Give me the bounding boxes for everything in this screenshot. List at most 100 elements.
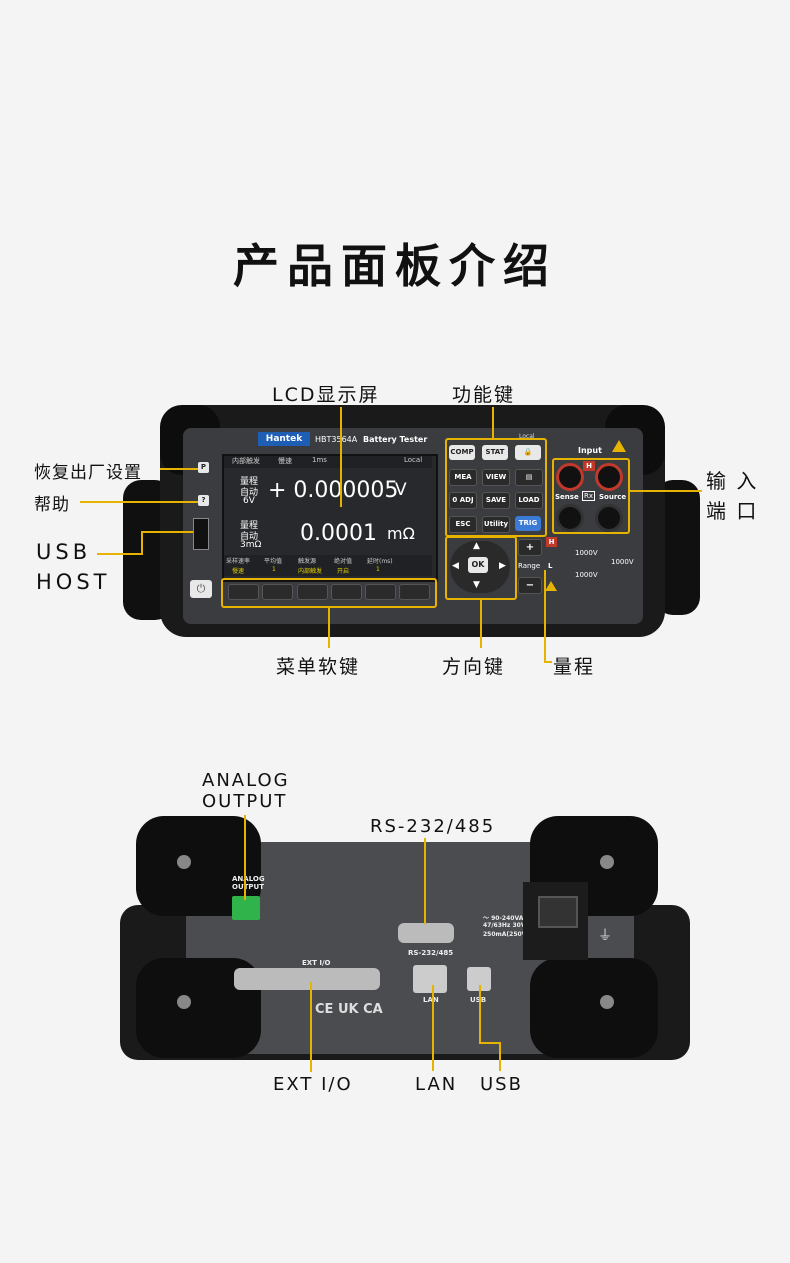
menu-value-3: 内部触发 xyxy=(298,568,323,575)
source-l-jack[interactable] xyxy=(595,504,623,532)
power-icon[interactable]: ⏻ xyxy=(190,580,212,598)
usb-leader-v2 xyxy=(499,1042,501,1071)
status-local: Local xyxy=(404,456,423,464)
arrow-up-icon[interactable]: ▲ xyxy=(473,541,480,551)
menu-keys-leader xyxy=(328,606,330,648)
usb-callout: USB xyxy=(480,1074,523,1095)
usb-silk: USB xyxy=(470,996,486,1004)
input-callout-1: 输 入 xyxy=(706,469,759,493)
menu-value-1: 慢速 xyxy=(232,568,245,575)
status-delay: 1ms xyxy=(312,456,327,464)
esc-key[interactable]: ESC xyxy=(449,516,477,533)
voltage-unit: V xyxy=(395,480,407,500)
arrow-right-icon[interactable]: ▶ xyxy=(499,561,506,571)
load-key[interactable]: LOAD xyxy=(515,492,543,509)
power-silk-2: 47/63Hz 30VA xyxy=(483,922,530,929)
mea-key[interactable]: MEA xyxy=(449,469,477,486)
ext-io-port[interactable] xyxy=(234,968,380,990)
lock-key[interactable]: 🔒 xyxy=(515,445,541,460)
soft-key-4[interactable] xyxy=(331,584,362,600)
soft-key-1[interactable] xyxy=(228,584,259,600)
ext-silk: EXT I/O xyxy=(302,959,331,967)
utility-key[interactable]: Utility xyxy=(482,516,510,533)
function-keys-callout: 功能键 xyxy=(452,384,516,406)
arrow-down-icon[interactable]: ▼ xyxy=(473,580,480,590)
analog-output-terminal[interactable] xyxy=(232,896,260,920)
usb-host-leader-v xyxy=(141,531,143,555)
lan-leader xyxy=(432,985,434,1071)
range-callout: 量程 xyxy=(553,656,596,678)
menu-keys-callout: 菜单软键 xyxy=(276,656,361,678)
rs-callout: RS-232/485 xyxy=(370,816,496,837)
warning-icon-2 xyxy=(545,581,557,591)
ext-callout: EXT I/O xyxy=(273,1074,353,1095)
status-trigger: 内部触发 xyxy=(232,457,260,465)
screw-icon xyxy=(600,995,614,1009)
resistance-value: 0.0001 xyxy=(300,521,377,546)
analog-callout-2: OUTPUT xyxy=(202,791,288,812)
stat-key[interactable]: STAT xyxy=(482,445,508,460)
rs-leader xyxy=(424,838,426,924)
soft-key-6[interactable] xyxy=(399,584,430,600)
range-minus-key[interactable]: − xyxy=(518,577,542,594)
factory-reset-callout: 恢复出厂设置 xyxy=(34,463,142,483)
resistance-unit: mΩ xyxy=(387,524,415,543)
lcd-callout: LCD显示屏 xyxy=(272,384,380,406)
soft-key-5[interactable] xyxy=(365,584,396,600)
menu-value-4: 开启 xyxy=(337,568,350,575)
comp-key[interactable]: COMP xyxy=(449,445,475,460)
ground-icon: ⏚ xyxy=(598,928,612,944)
row1-auto: 自动 xyxy=(240,488,259,498)
cert-marks: CE UK CA xyxy=(315,1002,383,1017)
input-box xyxy=(552,458,630,534)
arrow-left-icon[interactable]: ◀ xyxy=(452,561,459,571)
help-leader xyxy=(80,501,198,503)
model-name: HBT3564A xyxy=(315,435,358,444)
usb-host-leader-h2 xyxy=(141,531,193,533)
menu-keys-box xyxy=(221,578,437,608)
ok-button[interactable]: OK xyxy=(468,557,488,573)
rs232-port[interactable] xyxy=(398,923,454,943)
analog-silk-1: ANALOG xyxy=(232,875,265,883)
range-leader xyxy=(544,570,546,662)
row2-range: 3mΩ xyxy=(240,540,262,550)
range-plus-key[interactable]: + xyxy=(518,539,542,556)
zero-adj-key[interactable]: 0 ADJ xyxy=(449,492,477,509)
view-key[interactable]: VIEW xyxy=(482,469,510,486)
fuse-silk: 250mA(250V) xyxy=(483,931,530,938)
menu-header-5: 延时(ms) xyxy=(367,558,393,565)
screw-icon xyxy=(177,995,191,1009)
page-title: 产品面板介绍 xyxy=(233,239,557,293)
factory-reset-button[interactable]: P xyxy=(198,462,209,473)
lan-silk: LAN xyxy=(423,996,439,1004)
power-socket[interactable] xyxy=(538,896,578,928)
range-leader-h xyxy=(544,661,552,663)
usb-host-port[interactable] xyxy=(193,518,209,550)
input-callout-2: 端 口 xyxy=(706,499,759,523)
input-text: Input xyxy=(578,446,602,455)
soft-key-3[interactable] xyxy=(297,584,328,600)
lan-port[interactable] xyxy=(413,965,447,993)
row2-auto: 自动 xyxy=(240,532,259,542)
range-label: Range xyxy=(518,562,541,570)
h-badge: H xyxy=(583,461,595,471)
rx-label: Rx xyxy=(582,491,596,501)
help-button[interactable]: ? xyxy=(198,495,209,506)
status-speed: 慢速 xyxy=(278,457,292,465)
analog-callout-1: ANALOG xyxy=(202,770,290,791)
sense-l-jack[interactable] xyxy=(556,504,584,532)
trig-key[interactable]: TRIG xyxy=(515,516,541,531)
row1-mode: 量程 xyxy=(240,477,259,487)
usb-host-leader-h xyxy=(97,553,142,555)
usb-leader-h xyxy=(479,1042,500,1044)
help-callout: 帮助 xyxy=(34,495,70,515)
local-label: Local xyxy=(519,433,535,440)
product-name: Battery Tester xyxy=(363,435,428,444)
sense-h-jack[interactable] xyxy=(556,463,584,491)
save-key[interactable]: SAVE xyxy=(482,492,510,509)
rating-1: 1000V xyxy=(575,549,598,557)
source-h-jack[interactable] xyxy=(595,463,623,491)
soft-key-2[interactable] xyxy=(262,584,293,600)
print-key[interactable]: ▤ xyxy=(515,469,543,486)
usb-host-callout-2: HOST xyxy=(36,570,111,594)
